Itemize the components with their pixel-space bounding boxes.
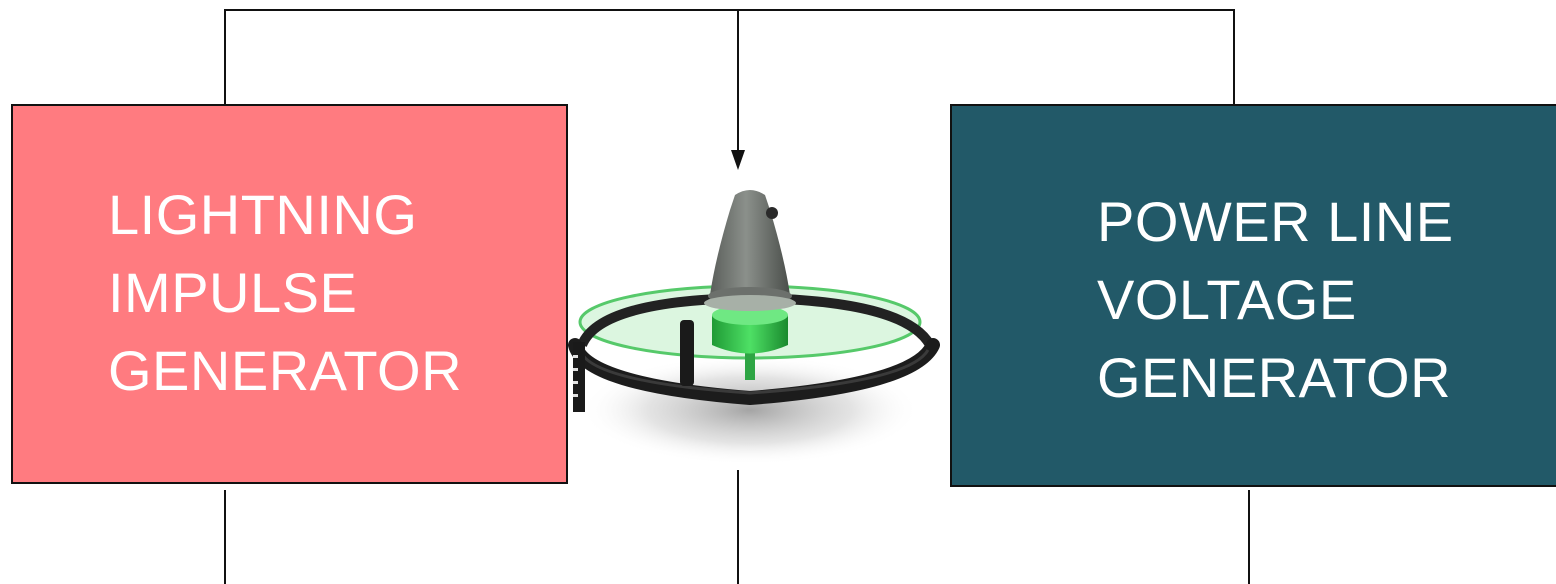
insulator-stem bbox=[745, 330, 755, 380]
power-block-line: GENERATOR bbox=[1097, 346, 1452, 409]
lightning-block-line: GENERATOR bbox=[108, 339, 463, 402]
insulator-icon bbox=[568, 190, 940, 465]
lightning-impulse-generator-block: LIGHTNING IMPULSE GENERATOR bbox=[11, 104, 568, 484]
top-bus-wire bbox=[224, 9, 1235, 104]
lightning-block-line: LIGHTNING bbox=[108, 183, 418, 246]
metal-cap bbox=[710, 190, 790, 295]
power-block-line: POWER LINE bbox=[1097, 190, 1454, 253]
power-block-line: VOLTAGE bbox=[1097, 268, 1357, 331]
ring-bracket bbox=[573, 342, 585, 412]
arrow-down-icon bbox=[731, 150, 745, 170]
glass-skirt bbox=[712, 315, 788, 354]
power-line-voltage-generator-block: POWER LINE VOLTAGE GENERATOR bbox=[950, 104, 1556, 487]
lightning-block-line: IMPULSE bbox=[108, 261, 358, 324]
ring-post bbox=[680, 320, 694, 386]
